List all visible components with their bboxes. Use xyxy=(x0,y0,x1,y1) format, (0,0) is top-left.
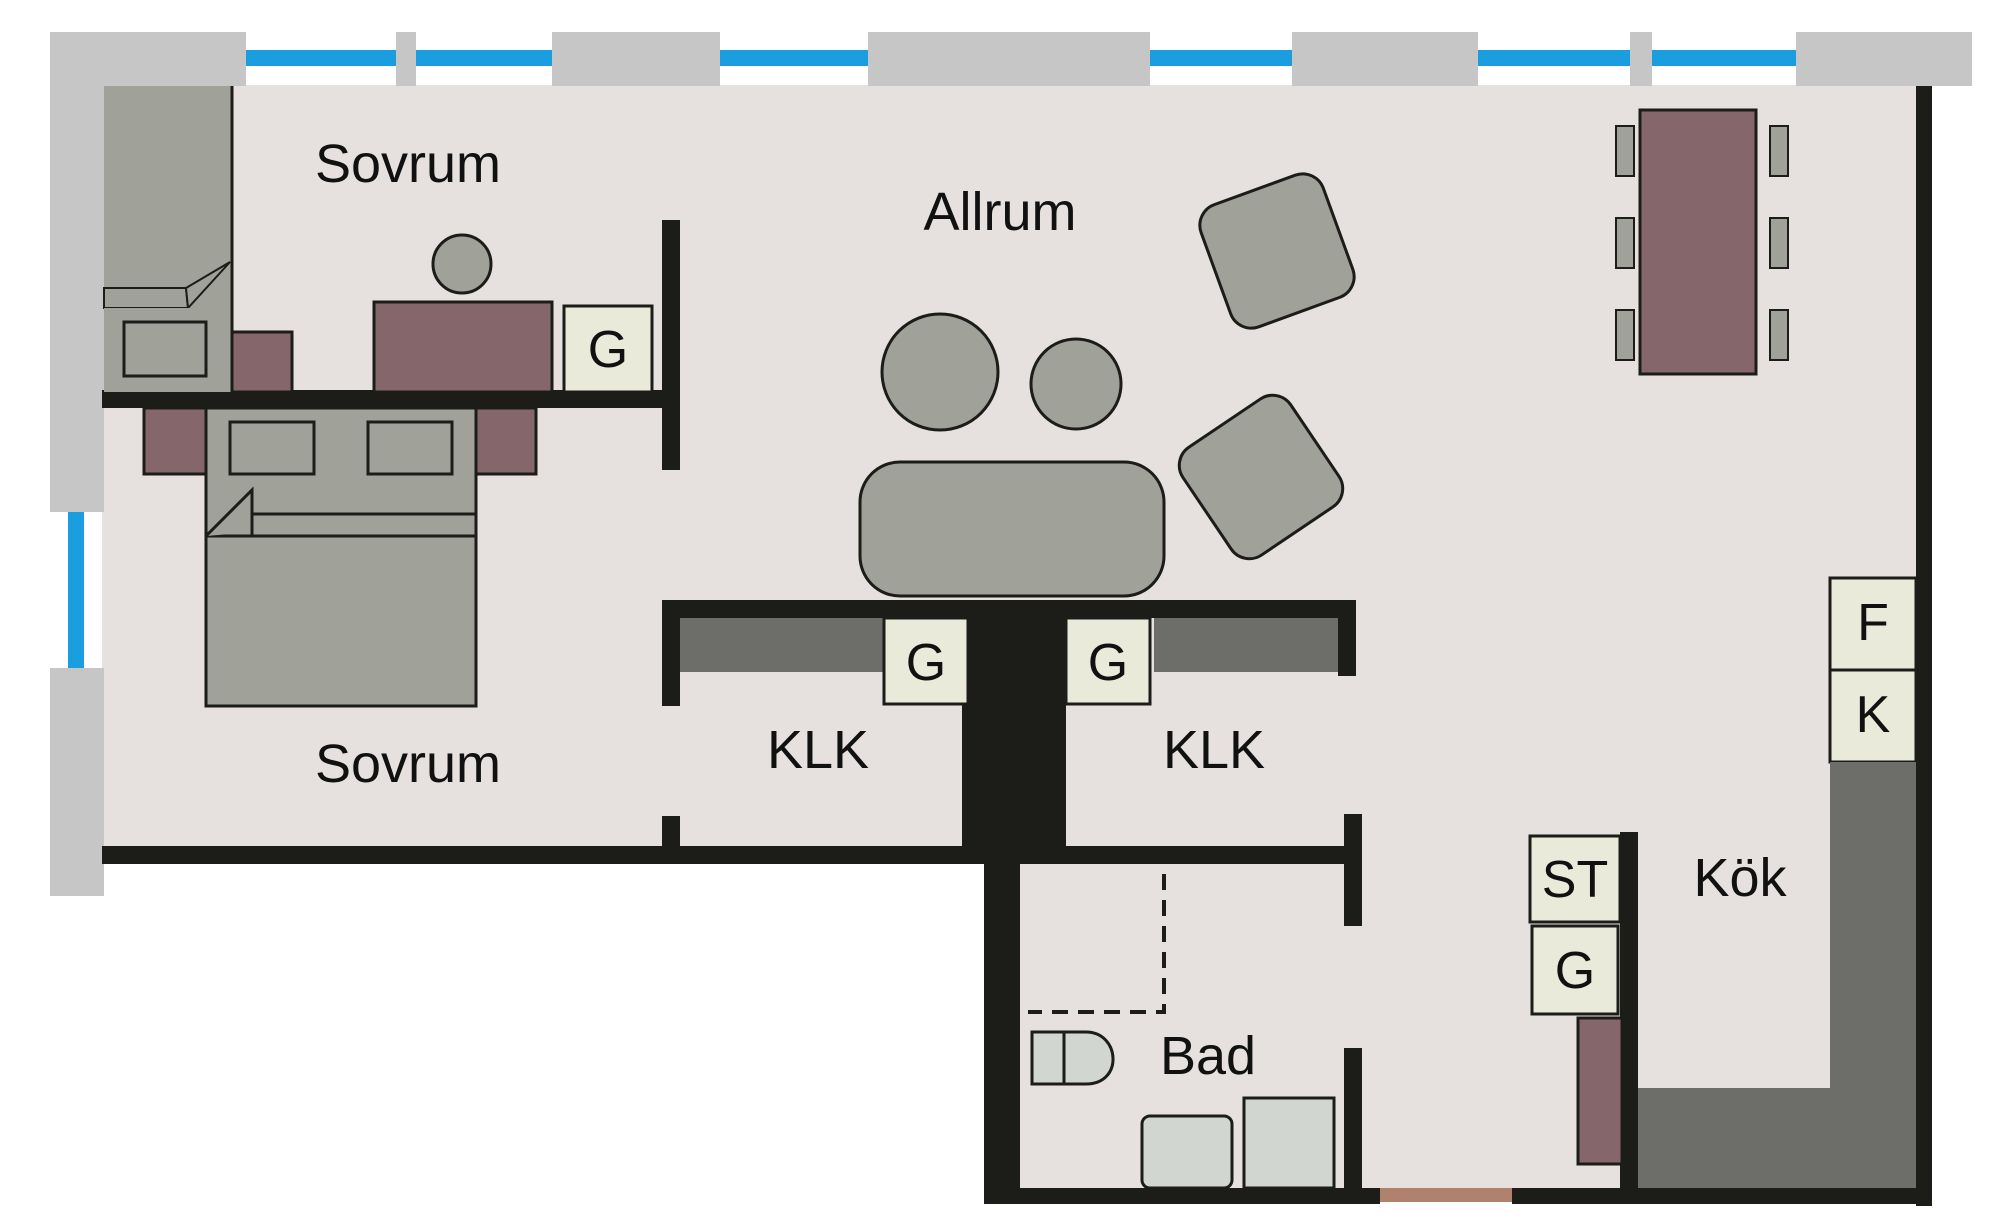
appliance-g-klk-left: G xyxy=(882,616,970,706)
dining-set xyxy=(1615,108,1789,376)
room-label-sovrum-top: Sovrum xyxy=(315,134,501,194)
side-table xyxy=(230,330,294,394)
washing-machine xyxy=(1140,1114,1234,1190)
room-label-sovrum-bottom: Sovrum xyxy=(315,734,501,794)
appliance-g-kitchen: G xyxy=(1530,924,1620,1016)
nightstand-right xyxy=(474,406,538,476)
closet-shelf-right xyxy=(1154,618,1338,672)
top-outer-wall xyxy=(52,32,1972,86)
appliance-g-bedroom-label: G xyxy=(588,321,628,379)
room-label-klk-left: KLK xyxy=(767,720,869,780)
appliance-g-kitchen-label: G xyxy=(1555,942,1595,1000)
appliance-g-klk-right-label: G xyxy=(1088,634,1128,692)
stool-small xyxy=(1029,337,1123,431)
top-windows xyxy=(246,50,1796,66)
appliance-g-klk-left-label: G xyxy=(906,634,946,692)
double-bed xyxy=(204,406,478,708)
dryer xyxy=(1242,1096,1336,1190)
closet-shelf-left xyxy=(680,618,884,672)
right-wall xyxy=(1916,86,1932,1206)
kitchen-side-counter xyxy=(1576,1016,1624,1166)
wardrobe xyxy=(103,86,234,392)
entrance-door xyxy=(1380,1188,1512,1202)
left-outer-wall xyxy=(50,32,104,896)
room-label-kok: Kök xyxy=(1693,848,1787,908)
armchair-bottom xyxy=(1177,393,1345,561)
appliance-f: F xyxy=(1828,576,1918,672)
appliance-st-label: ST xyxy=(1542,851,1608,909)
shower-area xyxy=(1028,874,1166,1014)
left-window xyxy=(68,512,84,668)
room-label-bad: Bad xyxy=(1160,1026,1256,1086)
armchair-top xyxy=(1198,172,1356,330)
room-label-klk-right: KLK xyxy=(1163,720,1265,780)
nightstand-left xyxy=(142,406,208,476)
appliance-g-bedroom: G xyxy=(562,304,654,394)
interior-walls xyxy=(102,220,1932,1204)
toilet xyxy=(1030,1030,1115,1086)
sofa xyxy=(858,460,1166,598)
desk xyxy=(372,300,554,394)
kitchen-counter xyxy=(1638,762,1916,1188)
appliance-f-label: F xyxy=(1857,594,1889,652)
room-label-allrum: Allrum xyxy=(923,182,1076,242)
appliance-k-label: K xyxy=(1856,686,1891,744)
desk-chair xyxy=(431,233,493,295)
appliance-g-klk-right: G xyxy=(1064,616,1152,706)
appliance-st: ST xyxy=(1528,834,1622,924)
appliance-k: K xyxy=(1828,668,1918,764)
stool-large xyxy=(880,312,1000,432)
